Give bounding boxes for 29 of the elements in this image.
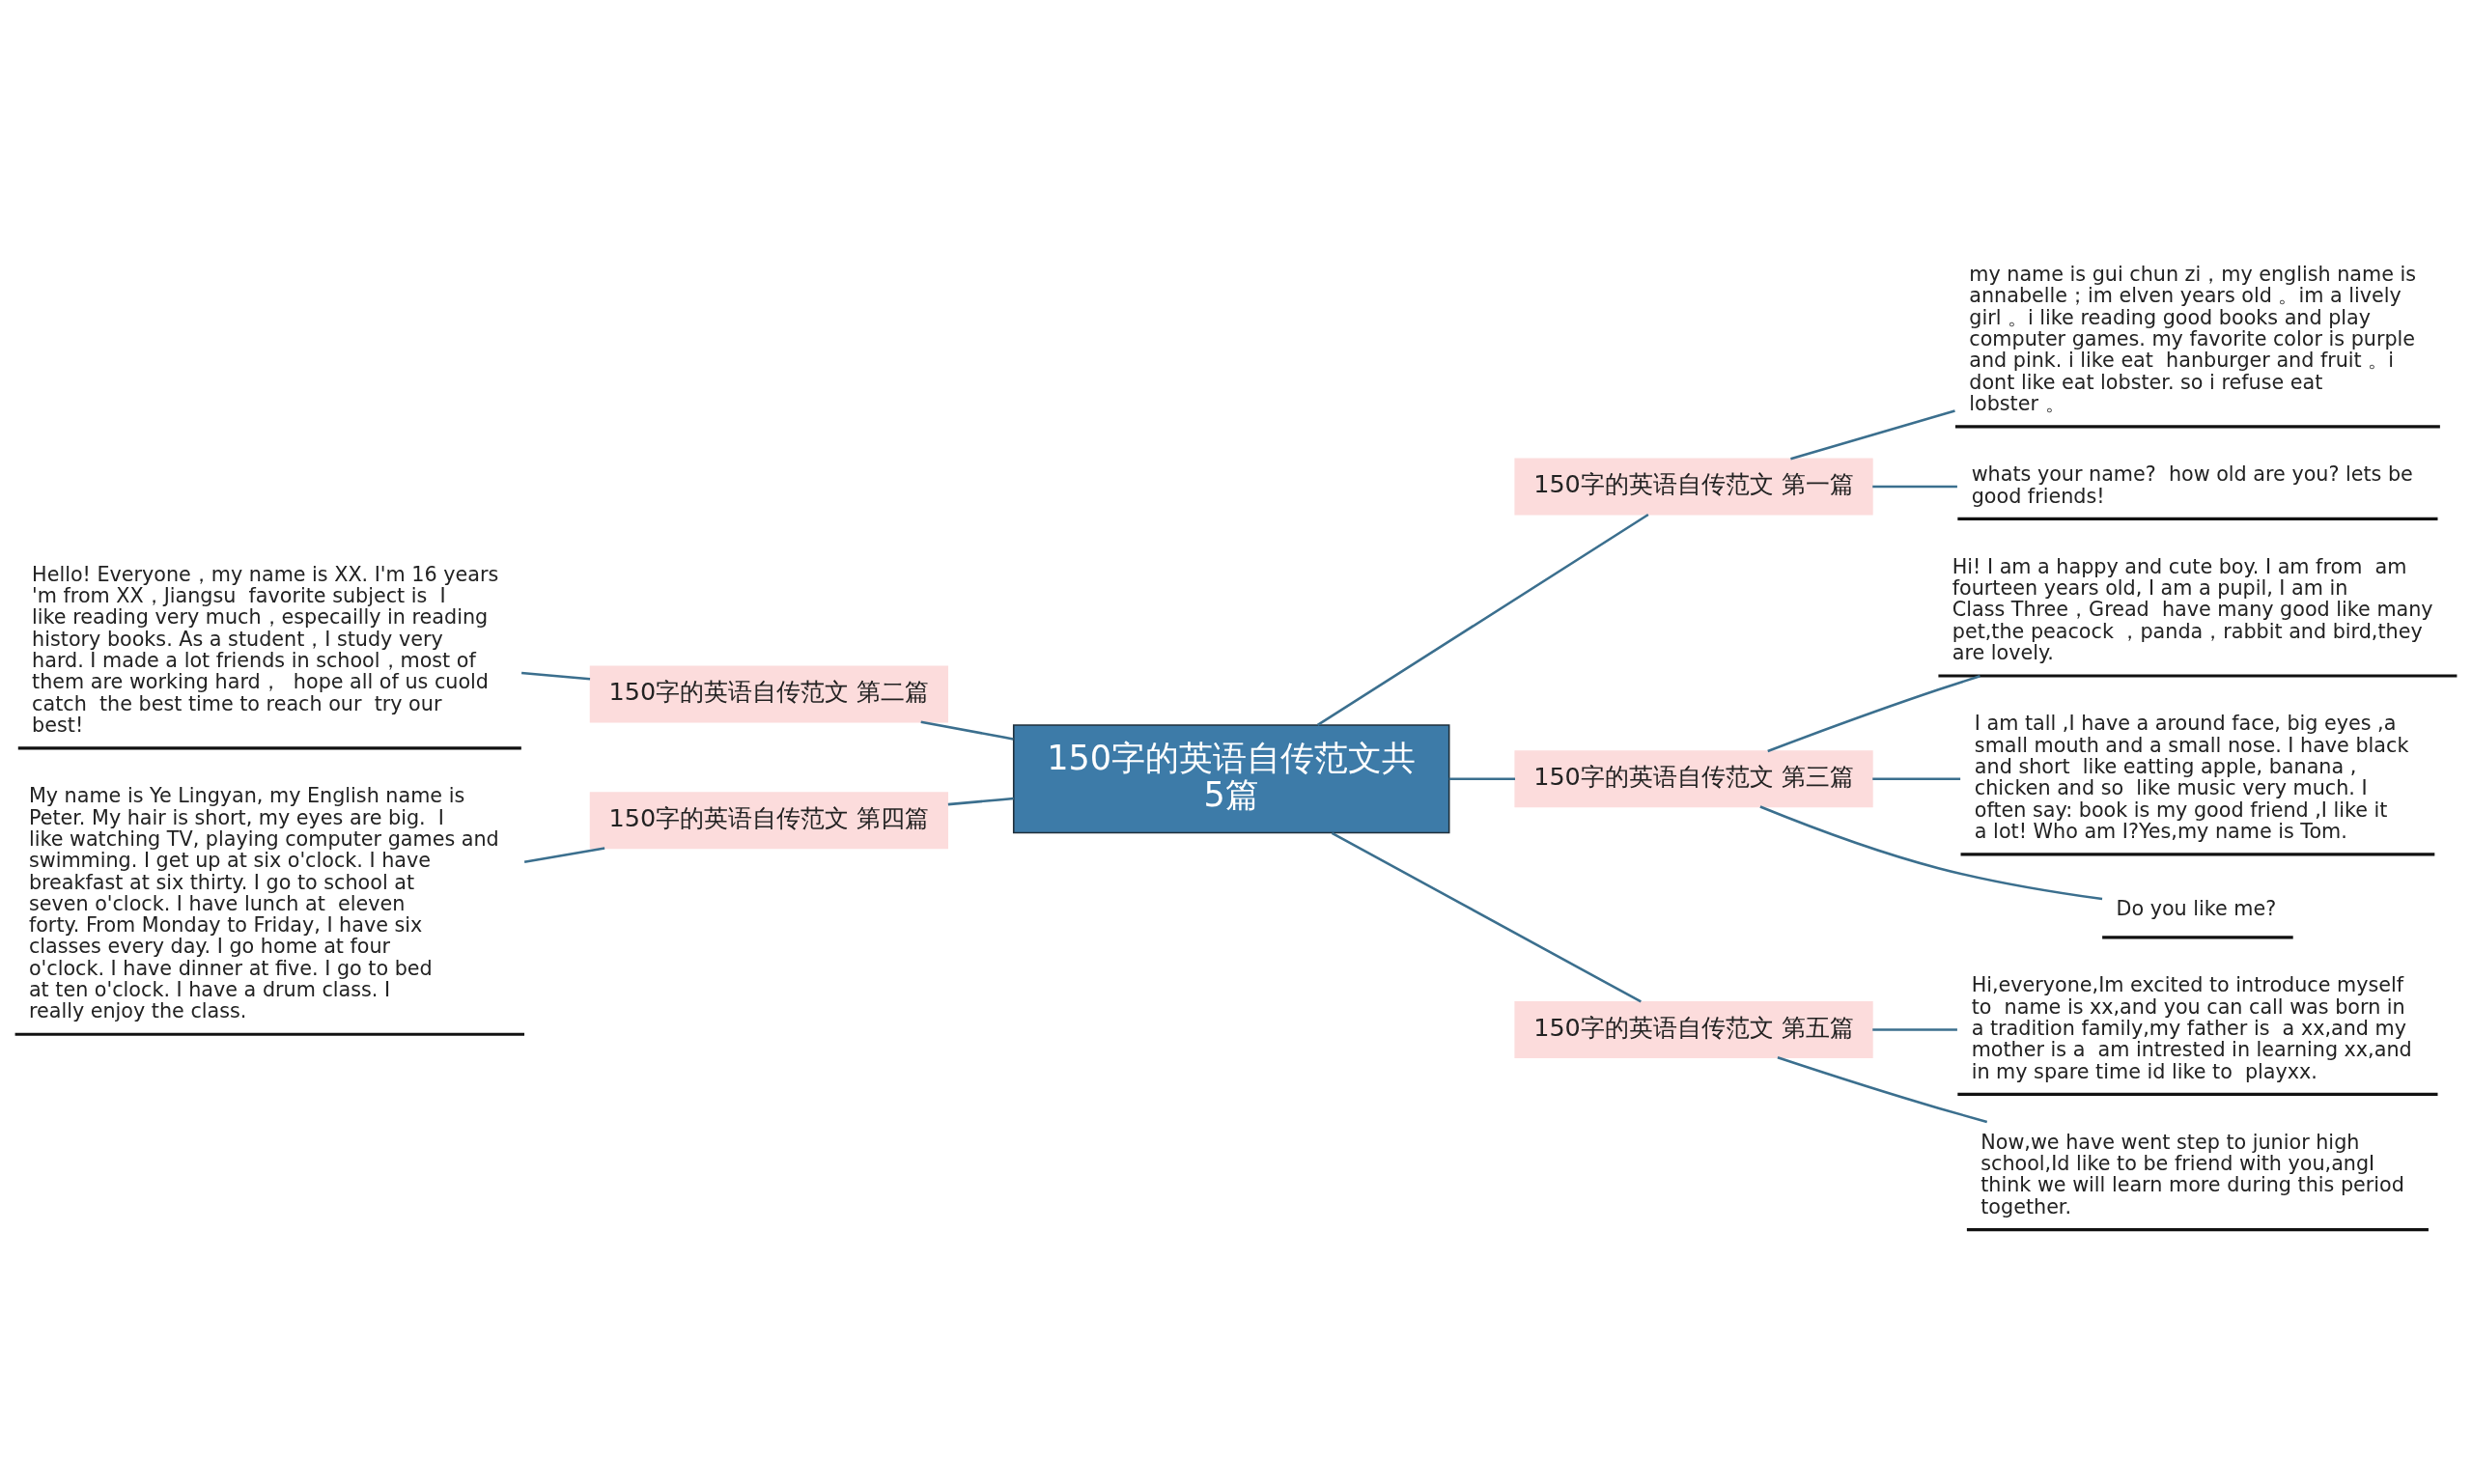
connector — [1448, 777, 1516, 780]
node-text: Now,we have went step to junior high school,Id like to be friend with you,angI think we will learn more during this period together. — [1980, 1130, 2404, 1218]
connector — [1777, 1056, 1988, 1124]
connector — [1872, 777, 1961, 780]
connector — [521, 671, 591, 681]
node-box: 150字的英语自传范文 第五篇 — [1514, 1001, 1873, 1058]
node-box: 150字的英语自传范文共5篇 — [1012, 724, 1450, 834]
node-text: Hi,everyone,Im excited to introduce myself to name is xx,and you can call was born in a tradition family,my father is a xx,and my mother is a am intrested in learning xx,and in my spare time id like to playxx. — [1971, 973, 2412, 1083]
node-text: whats your name? how old are you? lets be good friends! — [1971, 462, 2413, 508]
node-text: Hello! Everyone，my name is XX. I'm 16 years 'm from XX，Jiangsu favorite subject is I like reading very much，especailly in reading history books. As a student，I study very hard. I made a lot friends in school，most of them are working hard， hope all of us cuold catch the best time to reach our try our best! — [32, 562, 499, 737]
node-text: My name is Ye Lingyan, my English name is Peter. My hair is short, my eyes are big. I like watching TV, playing computer games and swimming. I get up at six o'clock. I have breakfast at six thirty. I go to school at seven o'clock. I have lunch at eleven forty. From Monday to Friday, I have six classes every day. I go home at four o'clock. I have dinner at five. I go to bed at ten o'clock. I have a drum class. I really enjoy the class. — [28, 784, 499, 1023]
connector — [1790, 409, 1955, 461]
connector — [1331, 831, 1642, 1003]
connector — [1759, 805, 2103, 901]
node-text: Hi! I am a happy and cute boy. I am from am fourteen years old, I am a pupil, I am in Class Three，Gread have many good like many pet,the peacock ，panda，rabbit and bird,they are lovely. — [1952, 554, 2433, 665]
node-box: 150字的英语自传范文 第一篇 — [1514, 458, 1873, 516]
node-box: 150字的英语自传范文 第三篇 — [1514, 750, 1873, 808]
node-text: Do you like me? — [2116, 896, 2277, 920]
node-text: I am tall ,I have a around face, big eyes ,a small mouth and a small nose. I have black and short like eatting apple, banana , chicken and so like music very much. I often say: book is my good friend ,I like it a lot! Who am I?Yes,my name is Tom. — [1974, 712, 2409, 843]
connector — [523, 847, 605, 863]
connector — [1872, 1028, 1957, 1031]
connector — [1872, 485, 1957, 489]
node-box: 150字的英语自传范文 第四篇 — [589, 792, 949, 850]
connector — [947, 797, 1014, 806]
connector — [1316, 513, 1649, 726]
node-text: my name is gui chun zi，my english name is annabelle；im elven years old 。im a lively girl 。i like reading good books and play computer games. my favorite color is purple and pink. i like eat hanburger and fruit 。i dont like eat lobster. so i refuse eat lobster 。 — [1969, 263, 2417, 415]
connector — [920, 720, 1014, 741]
node-box: 150字的英语自传范文 第二篇 — [589, 665, 949, 723]
connector — [1767, 675, 1980, 753]
